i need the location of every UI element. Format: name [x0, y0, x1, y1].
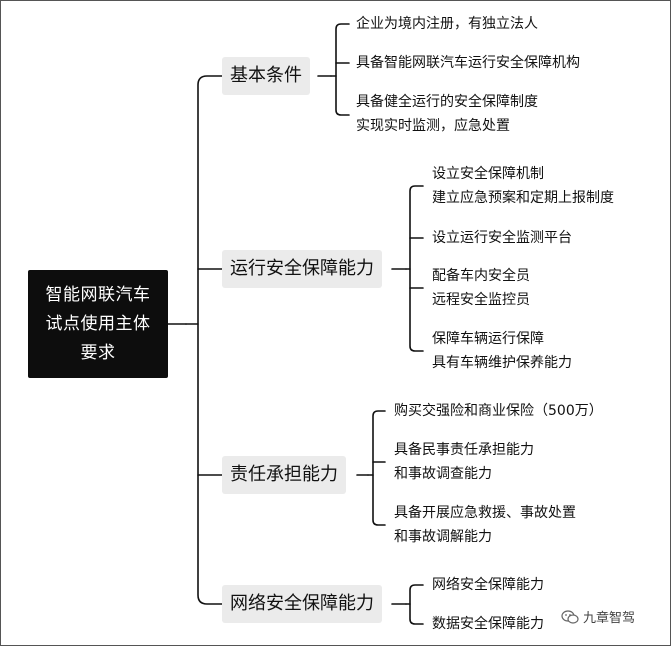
leaf-line: 和事故调查能力: [394, 466, 492, 482]
root-node: 智能网联汽车 试点使用主体 要求: [28, 270, 168, 378]
root-line: 试点使用主体: [45, 313, 151, 334]
watermark: 九章智驾: [561, 607, 635, 626]
leaf-item: 购买交强险和商业保险（500万）: [394, 399, 603, 423]
leaf-item: 数据安全保障能力: [432, 612, 544, 636]
root-line: 智能网联汽车: [45, 284, 151, 305]
leaf-line: 具备健全运行的安全保障制度: [356, 94, 538, 110]
leaf-line: 具备智能网联汽车运行安全保障机构: [356, 55, 580, 71]
leaf-item: 企业为境内注册，有独立法人: [356, 12, 538, 36]
leaf-line: 具有车辆维护保养能力: [432, 355, 572, 371]
category-network-security: 网络安全保障能力: [222, 585, 382, 623]
root-line: 要求: [80, 342, 116, 363]
leaf-item: 具备民事责任承担能力 和事故调查能力: [394, 438, 534, 486]
leaf-item: 网络安全保障能力: [432, 573, 544, 597]
leaf-line: 和事故调解能力: [394, 529, 492, 545]
leaf-item: 配备车内安全员 远程安全监控员: [432, 264, 530, 312]
leaf-line: 网络安全保障能力: [432, 577, 544, 593]
watermark-text: 九章智驾: [583, 611, 636, 626]
category-liability: 责任承担能力: [222, 456, 346, 494]
leaf-item: 保障车辆运行保障 具有车辆维护保养能力: [432, 327, 572, 375]
leaf-line: 实现实时监测，应急处置: [356, 118, 510, 134]
leaf-line: 保障车辆运行保障: [432, 331, 544, 347]
leaf-item: 设立安全保障机制 建立应急预案和定期上报制度: [432, 162, 614, 210]
leaf-line: 数据安全保障能力: [432, 616, 544, 632]
leaf-item: 具备智能网联汽车运行安全保障机构: [356, 51, 580, 75]
leaf-line: 建立应急预案和定期上报制度: [432, 190, 614, 206]
leaf-line: 设立运行安全监测平台: [432, 230, 572, 246]
leaf-item: 设立运行安全监测平台: [432, 226, 572, 250]
leaf-line: 购买交强险和商业保险（500万）: [394, 403, 603, 419]
leaf-line: 具备开展应急救援、事故处置: [394, 505, 576, 521]
leaf-line: 企业为境内注册，有独立法人: [356, 16, 538, 32]
leaf-line: 远程安全监控员: [432, 292, 530, 308]
leaf-line: 具备民事责任承担能力: [394, 442, 534, 458]
category-operation-safety: 运行安全保障能力: [222, 250, 382, 288]
category-basic-conditions: 基本条件: [222, 57, 310, 95]
wechat-icon: [561, 609, 579, 624]
leaf-item: 具备健全运行的安全保障制度 实现实时监测，应急处置: [356, 90, 538, 138]
leaf-line: 设立安全保障机制: [432, 166, 544, 182]
leaf-line: 配备车内安全员: [432, 268, 530, 284]
leaf-item: 具备开展应急救援、事故处置 和事故调解能力: [394, 501, 576, 549]
